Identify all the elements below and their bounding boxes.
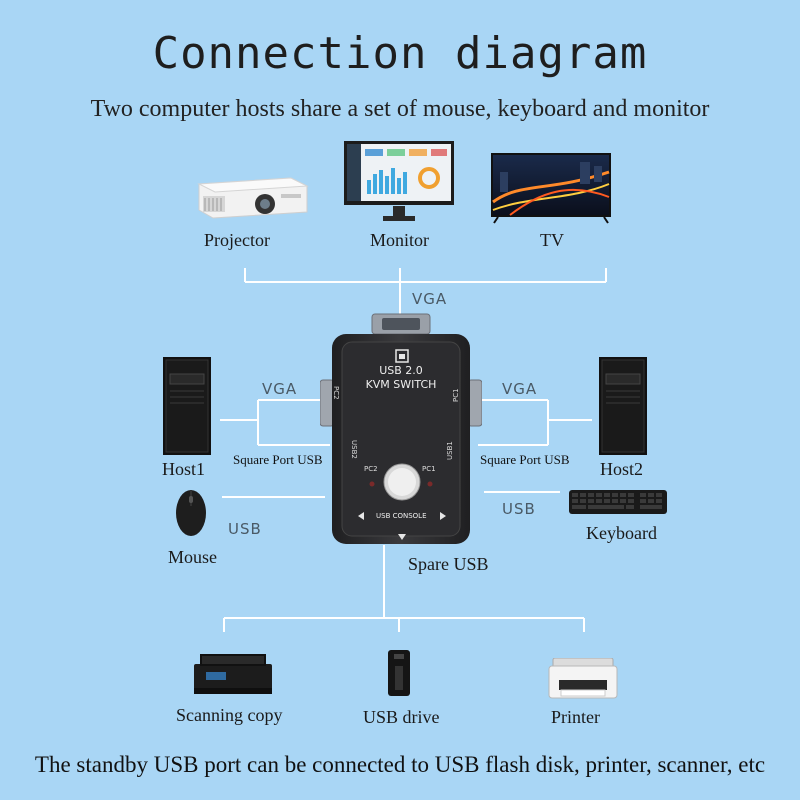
mouse-icon (176, 490, 206, 536)
kvm-pc2: PC2 (364, 465, 378, 473)
vga-top-label: VGA (412, 290, 448, 308)
keyboard-label: Keyboard (586, 523, 657, 543)
mouse-label: Mouse (168, 547, 217, 567)
page-subtitle: Two computer hosts share a set of mouse,… (90, 96, 710, 122)
left-vga-label: VGA (262, 380, 298, 398)
host1-icon (163, 357, 211, 455)
right-square-port-label: Square Port USB (480, 452, 570, 467)
host1-label: Host1 (162, 459, 206, 479)
scanner-label: Scanning copy (176, 705, 283, 725)
printer-label: Printer (551, 707, 600, 727)
page-title: Connection diagram (152, 28, 648, 79)
tv-label: TV (540, 230, 564, 250)
projector-label: Projector (204, 230, 270, 250)
usb-drive-icon (388, 650, 410, 696)
kvm-line2: KVM SWITCH (365, 378, 437, 391)
host2-label: Host2 (600, 459, 644, 479)
tv-icon (491, 153, 611, 224)
kvm-side-pc2: PC2 (332, 386, 340, 400)
kvm-title: USB 2.0 KVM SWITCH (320, 364, 482, 392)
keyboard-usb-label: USB (502, 500, 536, 518)
usb-drive-label: USB drive (363, 707, 440, 727)
monitor-icon (344, 141, 454, 221)
keyboard-icon (569, 490, 667, 514)
monitor-label: Monitor (370, 230, 430, 250)
projector-icon (197, 177, 309, 219)
kvm-pc1: PC1 (422, 465, 436, 473)
footer-note: The standby USB port can be connected to… (34, 752, 766, 777)
printer-icon (548, 658, 618, 699)
spare-usb-label: Spare USB (408, 554, 489, 574)
kvm-switch-icon (320, 313, 482, 544)
kvm-usb2: USB2 (350, 440, 358, 459)
host2-icon (599, 357, 647, 455)
left-square-port-label: Square Port USB (233, 452, 323, 467)
kvm-usb1: USB1 (446, 441, 454, 460)
mouse-usb-label: USB (228, 520, 262, 538)
kvm-line1: USB 2.0 (379, 364, 423, 377)
kvm-console: USB CONSOLE (376, 512, 427, 520)
scanner-icon (194, 654, 272, 694)
kvm-side-pc1: PC1 (452, 388, 460, 402)
right-vga-label: VGA (502, 380, 538, 398)
